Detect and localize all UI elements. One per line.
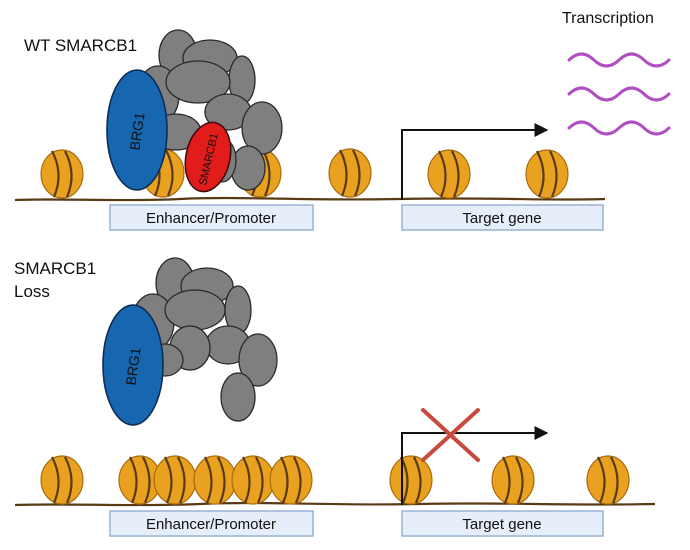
mrna-transcripts bbox=[567, 52, 671, 136]
nucleosome bbox=[524, 148, 570, 200]
complex-subunit bbox=[230, 145, 266, 191]
mrna-wave bbox=[567, 52, 671, 68]
enhancer-promoter-label: Enhancer/Promoter bbox=[146, 516, 276, 533]
transcription-start-arrow bbox=[401, 123, 549, 200]
nucleosome bbox=[39, 454, 85, 506]
transcription-start-arrow bbox=[401, 426, 549, 505]
complex-subunit bbox=[241, 101, 283, 155]
nucleosome bbox=[268, 454, 314, 506]
brg1-subunit: BRG1 bbox=[102, 304, 164, 426]
complex-subunit bbox=[164, 289, 226, 331]
wt-panel: WT SMARCB1 Transcription bbox=[14, 10, 671, 231]
enhancer-promoter-box: Enhancer/Promoter bbox=[109, 204, 314, 231]
target-gene-label: Target gene bbox=[462, 210, 541, 227]
brg1-label: BRG1 bbox=[122, 346, 143, 386]
brg1-label: BRG1 bbox=[126, 111, 147, 151]
nucleosome bbox=[327, 147, 373, 199]
target-gene-box: Target gene bbox=[401, 204, 604, 231]
nucleosome bbox=[192, 454, 238, 506]
enhancer-promoter-label: Enhancer/Promoter bbox=[146, 210, 276, 227]
dna-strand bbox=[14, 196, 606, 202]
nucleosome bbox=[426, 148, 472, 200]
nucleosome bbox=[490, 454, 536, 506]
nucleosome bbox=[230, 454, 276, 506]
loss-panel-title-line2: Loss bbox=[14, 282, 50, 301]
complex-subunit bbox=[238, 333, 278, 387]
nucleosome bbox=[585, 454, 631, 506]
complex-subunit bbox=[165, 60, 231, 104]
complex-subunit bbox=[220, 372, 256, 422]
blocked-transcription-x bbox=[421, 408, 480, 462]
nucleosome bbox=[388, 454, 434, 506]
transcription-label: Transcription bbox=[562, 10, 654, 27]
mrna-wave bbox=[567, 120, 671, 136]
target-gene-box: Target gene bbox=[401, 510, 604, 537]
enhancer-promoter-box: Enhancer/Promoter bbox=[109, 510, 314, 537]
mrna-wave bbox=[567, 86, 671, 102]
brg1-subunit: BRG1 bbox=[106, 69, 168, 191]
loss-panel: SMARCB1 Loss bbox=[14, 257, 656, 537]
loss-panel-title-line1: SMARCB1 bbox=[14, 259, 96, 278]
nucleosomes bbox=[39, 454, 631, 506]
smarcb1-subunit: SMARCB1 bbox=[184, 121, 232, 193]
nucleosome bbox=[152, 454, 198, 506]
nucleosome bbox=[39, 148, 85, 200]
dna-strand bbox=[14, 501, 656, 507]
wt-panel-title: WT SMARCB1 bbox=[24, 36, 137, 55]
target-gene-label: Target gene bbox=[462, 516, 541, 533]
